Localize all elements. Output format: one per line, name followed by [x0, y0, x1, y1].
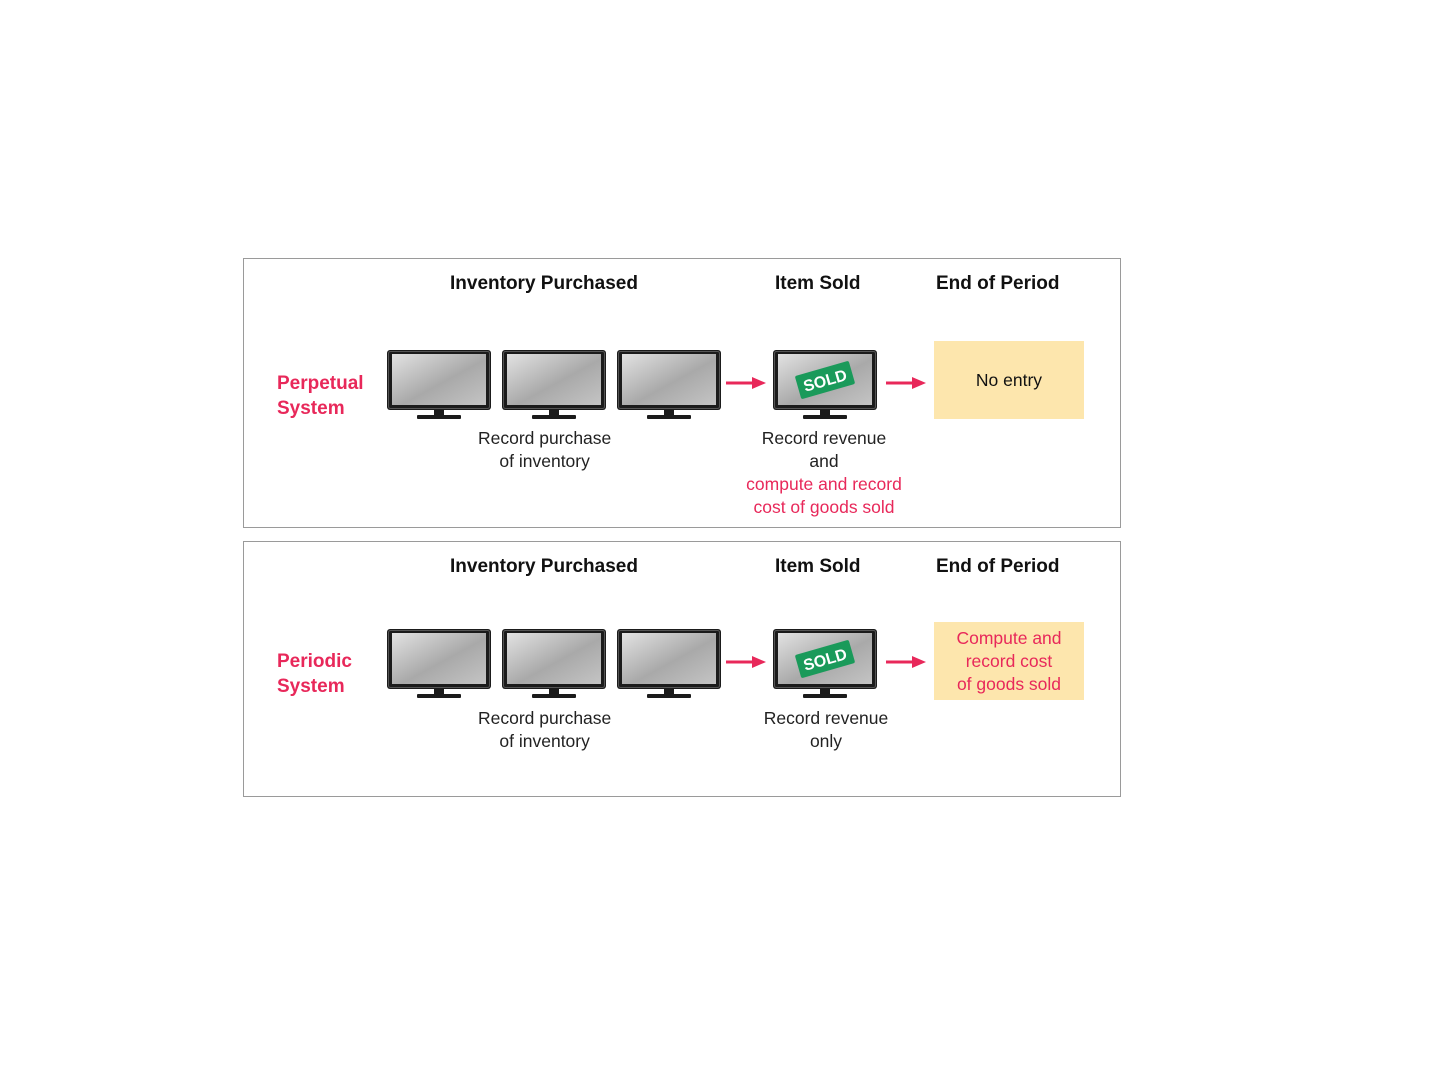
- header-end-of-period: End of Period: [936, 273, 1060, 294]
- system-label-line-2: System: [277, 676, 345, 697]
- system-label: Perpetual System: [277, 371, 364, 421]
- header-end-of-period: End of Period: [936, 556, 1060, 577]
- purchase-caption-line-1: Record purchase: [478, 708, 612, 728]
- arrow-right-icon: [726, 377, 766, 389]
- header-inventory-purchased: Inventory Purchased: [450, 273, 638, 294]
- sold-caption-line-1: Record revenue: [763, 708, 889, 728]
- sold-caption: Record revenue only: [746, 707, 906, 753]
- end-of-period-box: Compute and record cost of goods sold: [934, 622, 1084, 700]
- purchase-caption-line-2: of inventory: [499, 451, 590, 471]
- end-box-line-2: record cost: [965, 650, 1053, 671]
- end-of-period-box: No entry: [934, 341, 1084, 419]
- monitor-icon: [616, 628, 722, 700]
- system-label-line-2: System: [277, 398, 345, 419]
- perpetual-panel: Inventory Purchased Item Sold End of Per…: [243, 258, 1121, 528]
- header-item-sold: Item Sold: [775, 273, 861, 294]
- arrow-right-icon: [726, 656, 766, 668]
- end-box-line-1: Compute and: [956, 627, 1062, 648]
- arrow-right-icon: [886, 656, 926, 668]
- system-label: Periodic System: [277, 649, 352, 699]
- sold-monitor-icon: SOLD: [772, 349, 878, 421]
- sold-caption-line-2: and: [809, 451, 839, 471]
- periodic-panel: Inventory Purchased Item Sold End of Per…: [243, 541, 1121, 797]
- end-box-line-3: of goods sold: [956, 673, 1062, 694]
- system-label-line-1: Perpetual: [277, 373, 364, 394]
- header-item-sold: Item Sold: [775, 556, 861, 577]
- header-inventory-purchased: Inventory Purchased: [450, 556, 638, 577]
- system-label-line-1: Periodic: [277, 651, 352, 672]
- monitor-icon: [386, 628, 492, 700]
- monitor-icon: [616, 349, 722, 421]
- purchase-caption: Record purchase of inventory: [478, 427, 611, 473]
- arrow-right-icon: [886, 377, 926, 389]
- purchase-caption: Record purchase of inventory: [478, 707, 611, 753]
- purchase-caption-line-1: Record purchase: [478, 428, 612, 448]
- sold-caption-line-1: Record revenue: [761, 428, 887, 448]
- purchase-caption-line-2: of inventory: [499, 731, 590, 751]
- sold-caption-red-line-2: cost of goods sold: [753, 497, 895, 517]
- monitor-icon: [386, 349, 492, 421]
- monitor-icon: [501, 628, 607, 700]
- sold-caption-red-line-1: compute and record: [746, 474, 902, 494]
- sold-caption: Record revenue and compute and record co…: [733, 427, 915, 519]
- end-box-line-1: No entry: [975, 369, 1043, 390]
- monitor-icon: [501, 349, 607, 421]
- sold-caption-line-2: only: [809, 731, 843, 751]
- sold-monitor-icon: SOLD: [772, 628, 878, 700]
